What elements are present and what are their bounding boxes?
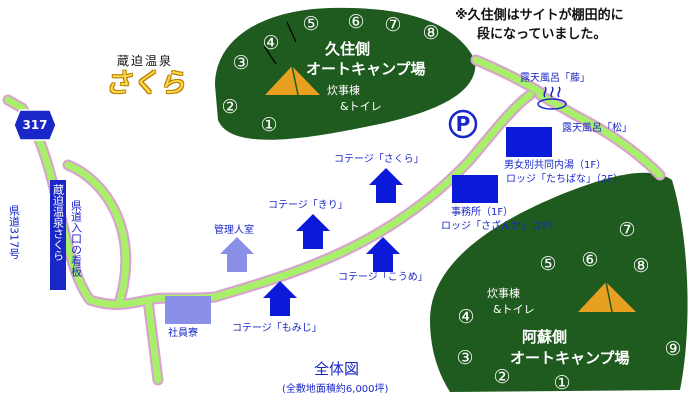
- aso-site-3: ③: [456, 347, 474, 369]
- road-label: 県道317号: [7, 205, 21, 259]
- note-line-1: ※久住側はサイトが棚田的に: [455, 8, 624, 23]
- sign-label: 蔵迫温泉さくら: [51, 184, 65, 261]
- map-title: 全体図: [314, 360, 360, 378]
- kuju-facility-1: 炊事棟: [327, 84, 360, 97]
- lodge-sazanka-label: ロッジ「さざんか」（2F）: [441, 221, 559, 232]
- aso-site-8: ⑧: [632, 255, 650, 277]
- cottage-koume-icon: [366, 237, 400, 272]
- staff-dorm-label: 社員寮: [168, 328, 198, 339]
- kuju-forest: [215, 7, 476, 140]
- parking-icon: [448, 109, 478, 139]
- shared-bath-label: 男女別共同内湯（1F）: [504, 160, 607, 171]
- aso-tent-icon: [578, 281, 636, 313]
- cottage-sakura-label: コテージ「さくら」: [334, 154, 424, 165]
- hot-spring-icon: [537, 86, 567, 110]
- kuju-site-8: ⑧: [422, 22, 440, 44]
- sign-label-box: [50, 180, 66, 290]
- cottage-momiji-icon: [263, 281, 297, 316]
- logo-name: 蔵迫温泉: [116, 54, 173, 68]
- office-building: [452, 175, 498, 203]
- note-line-2: 段になっていました。: [477, 27, 607, 42]
- aso-site-5: ⑤: [539, 253, 557, 275]
- roads: [4, 56, 664, 384]
- aso-site-6: ⑥: [581, 249, 599, 271]
- kuju-title-2: オートキャンプ場: [306, 60, 426, 78]
- aso-facility-1: 炊事棟: [487, 287, 520, 300]
- parking-label: P: [455, 112, 471, 136]
- bath-fuji-label: 露天風呂「藤」: [520, 73, 590, 84]
- kuju-site-6: ⑥: [347, 11, 365, 33]
- cottage-kiri-label: コテージ「きり」: [268, 200, 348, 211]
- cottage-sakura-icon: [369, 168, 403, 203]
- kuju-title-1: 久住側: [325, 40, 371, 58]
- aso-site-9: ⑨: [664, 338, 682, 360]
- cottage-koume-label: コテージ「こうめ」: [338, 272, 428, 283]
- lodge-tachibana-label: ロッジ「たちばな」（2F）: [506, 174, 624, 185]
- aso-forest: [430, 172, 688, 392]
- map-subtitle: (全敷地面積約6,000坪): [282, 384, 389, 395]
- bath-matsu-label: 露天風呂「松」: [562, 123, 632, 134]
- kuju-site-1: ①: [260, 114, 278, 136]
- office-label: 事務所（1F）: [451, 207, 514, 218]
- logo-brand: さくら: [104, 68, 186, 99]
- kuju-site-4: ④: [262, 32, 280, 54]
- logo: 蔵迫温泉 さくら: [90, 52, 200, 99]
- terrace-note: ※久住側はサイトが棚田的に 段になっていました。: [455, 6, 695, 44]
- aso-site-4: ④: [457, 306, 475, 328]
- aso-site-2: ②: [493, 366, 511, 388]
- kuju-site-5: ⑤: [302, 13, 320, 35]
- aso-site-7: ⑦: [618, 219, 636, 241]
- kuju-terrace-lines: [263, 21, 297, 65]
- route-badge: 317: [22, 118, 48, 132]
- manager-label: 管理人室: [214, 225, 254, 236]
- kuju-site-3: ③: [232, 52, 250, 74]
- kuju-site-7: ⑦: [384, 14, 402, 36]
- cottage-momiji-label: コテージ「もみじ」: [232, 323, 322, 334]
- manager-office-icon: [220, 237, 254, 272]
- aso-facility-2: &トイレ: [493, 303, 535, 316]
- aso-title-2: オートキャンプ場: [510, 349, 630, 367]
- shared-bath-building: [506, 127, 552, 157]
- aso-title-1: 阿蘇側: [522, 328, 568, 346]
- kuju-facility-2: &トイレ: [340, 100, 382, 113]
- aso-site-1: ①: [553, 372, 571, 394]
- cottage-kiri-icon: [296, 214, 330, 249]
- kuju-tent-icon: [265, 65, 320, 96]
- route-badge-shield: [13, 109, 57, 141]
- entrance-sign-label: 県道入口の看板: [69, 200, 83, 277]
- staff-dorm-building: [165, 296, 211, 324]
- kuju-site-2: ②: [221, 96, 239, 118]
